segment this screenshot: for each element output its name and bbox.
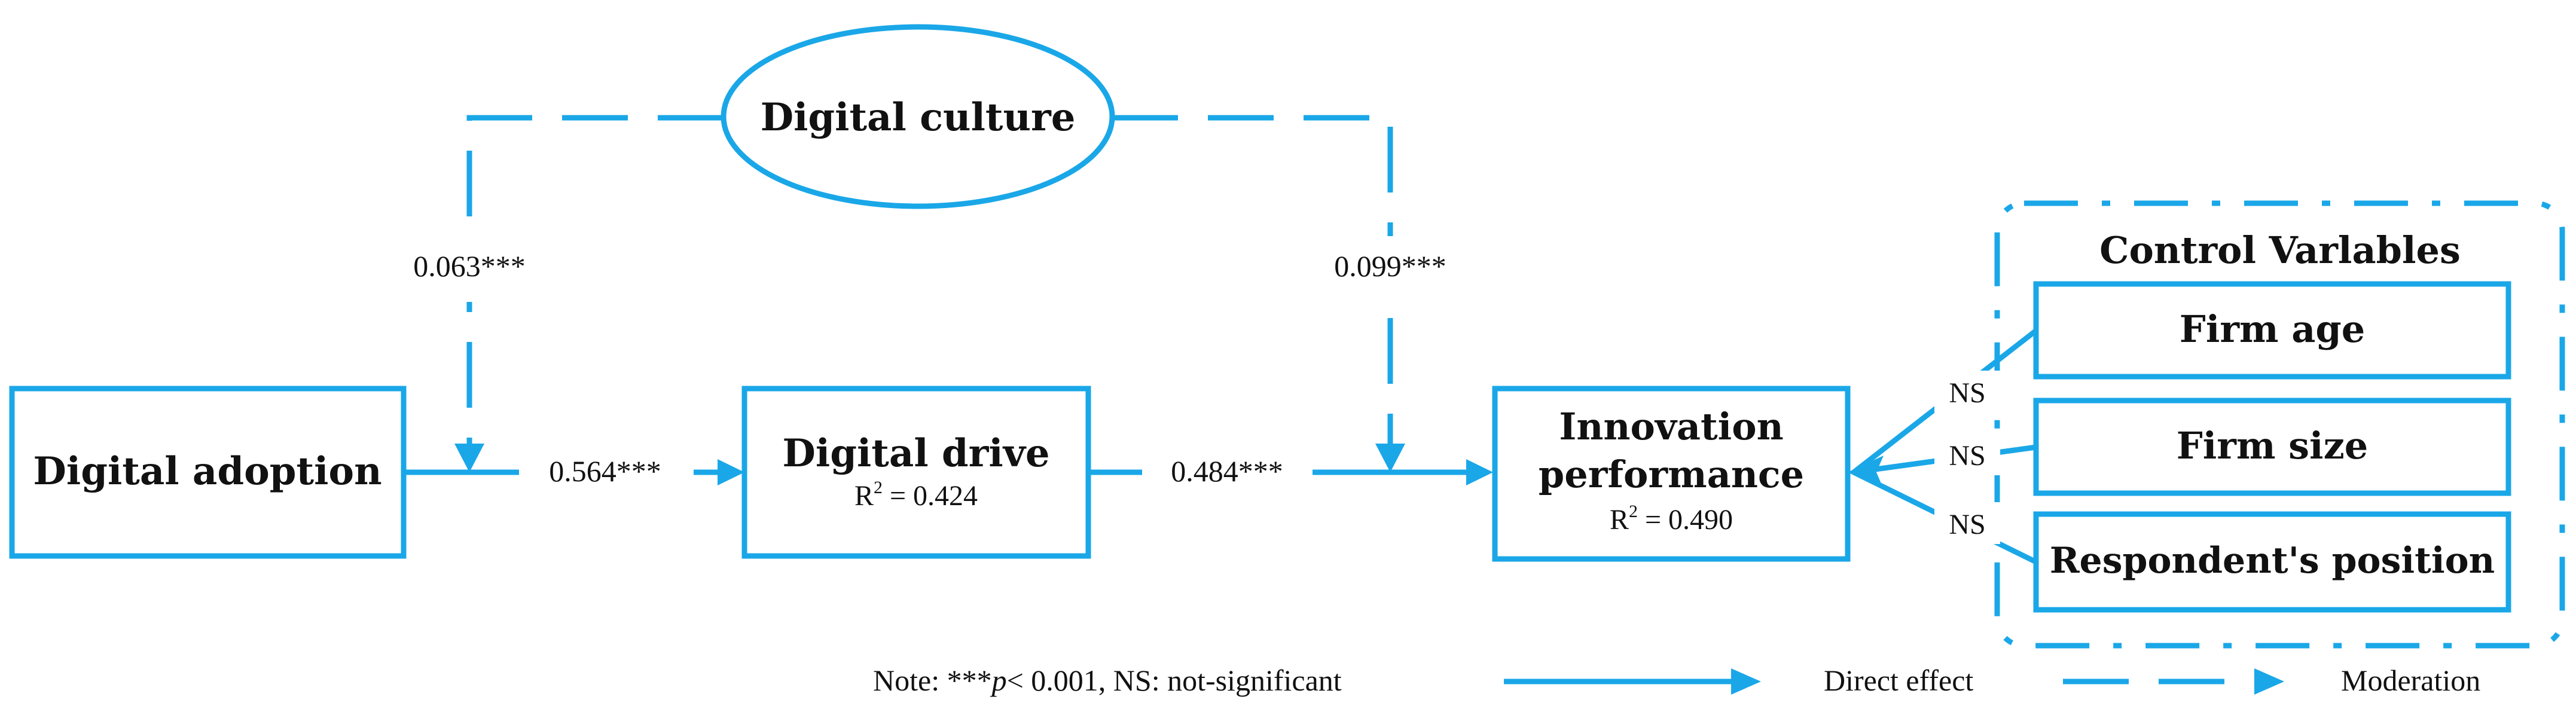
path-coefficient-drive-performance: 0.484*** xyxy=(1171,454,1283,488)
ns-label-firm-age: NS xyxy=(1949,377,1985,409)
control-variables-container xyxy=(1994,200,2565,649)
innovation-performance-label-line2: performance xyxy=(1539,453,1804,496)
digital-culture-label: Digital culture xyxy=(761,95,1076,140)
moderation-line-left xyxy=(466,115,724,459)
moderation-coefficient-left: 0.063*** xyxy=(413,249,526,283)
innovation-performance-r-squared: R2 = 0.490 xyxy=(1610,502,1733,536)
control-arrowhead xyxy=(1848,456,1884,489)
legend-moderation-label: Moderation xyxy=(2341,664,2480,697)
ns-label-respondent-position: NS xyxy=(1949,509,1985,540)
digital-drive-label: Digital drive xyxy=(782,431,1049,476)
direct-arrowhead-performance xyxy=(1466,459,1493,485)
moderation-line-right xyxy=(1112,115,1393,459)
digital-adoption-label: Digital adoption xyxy=(33,449,381,494)
control-box-firm-age xyxy=(2033,281,2511,380)
control-box-firm-size xyxy=(2033,398,2511,496)
legend-direct-effect-label: Direct effect xyxy=(1824,664,1973,697)
moderation-arrowhead-right xyxy=(1375,444,1405,472)
ns-label-firm-size: NS xyxy=(1949,440,1985,472)
legend-direct-effect-arrowhead xyxy=(1731,668,1761,695)
moderation-coefficient-right: 0.099*** xyxy=(1334,249,1446,283)
control-box-respondent-position xyxy=(2033,511,2511,613)
legend-moderation-arrowhead xyxy=(2254,668,2284,695)
control-label-respondent-position: Respondent's position xyxy=(2050,540,2495,582)
path-coefficient-adoption-drive: 0.564*** xyxy=(549,454,661,488)
control-label-firm-size: Firm size xyxy=(2177,424,2369,467)
moderation-arrowhead-left xyxy=(454,444,484,472)
digital-drive-box xyxy=(741,386,1091,559)
control-variables-title: Control Varlables xyxy=(2099,228,2461,272)
digital-drive-r-squared: R2 = 0.424 xyxy=(854,478,978,512)
direct-arrowhead-drive xyxy=(718,459,744,485)
innovation-performance-box xyxy=(1492,386,1851,562)
innovation-performance-label-line1: Innovation xyxy=(1559,405,1783,448)
control-label-firm-age: Firm age xyxy=(2180,307,2365,351)
legend-note: Note: ***p< 0.001, NS: not-significant xyxy=(873,664,1342,697)
